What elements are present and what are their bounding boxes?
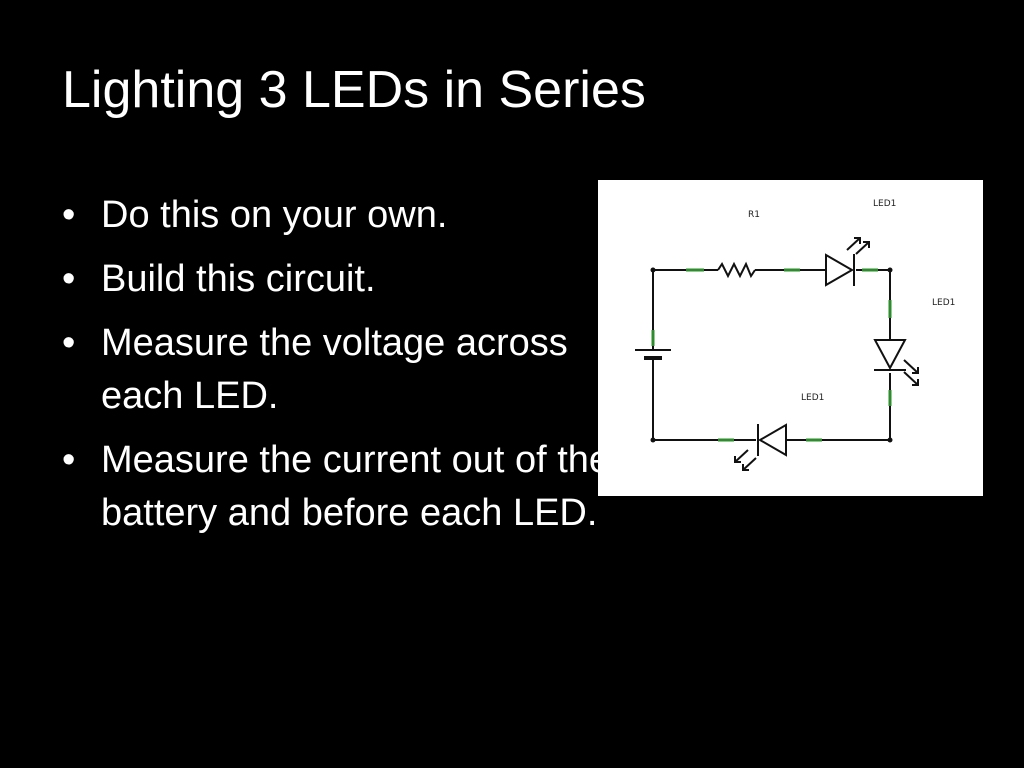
bullet-item: • Measure the voltage across each LED. xyxy=(58,317,618,423)
bullet-text: Build this circuit. xyxy=(101,258,376,300)
bullet-dot-icon: • xyxy=(62,322,76,364)
led-right-icon xyxy=(873,339,919,386)
bullet-dot-icon: • xyxy=(62,194,76,236)
led-bottom-icon xyxy=(734,423,787,471)
bullet-item: • Measure the current out of the battery… xyxy=(58,434,618,540)
wire-nodes xyxy=(650,267,893,443)
bullet-text: Measure the current out of the battery a… xyxy=(101,439,611,534)
bullet-item: • Build this circuit. xyxy=(58,253,618,306)
label-r1: R1 xyxy=(748,210,760,220)
resistor-icon xyxy=(717,261,756,279)
led-top-icon xyxy=(825,237,870,287)
bullet-item: • Do this on your own. xyxy=(58,189,618,242)
battery-icon xyxy=(635,349,671,360)
slide-title: Lighting 3 LEDs in Series xyxy=(62,61,646,119)
circuit-diagram: R1 LED1 LED1 LED1 xyxy=(598,180,983,496)
bullet-dot-icon: • xyxy=(62,258,76,300)
label-led-right: LED1 xyxy=(932,298,955,308)
label-led-bottom: LED1 xyxy=(801,393,824,403)
wire-junctions xyxy=(651,268,892,442)
bullet-dot-icon: • xyxy=(62,439,76,481)
bullet-text: Do this on your own. xyxy=(101,194,448,236)
bullet-text: Measure the voltage across each LED. xyxy=(101,322,568,417)
circuit-wires xyxy=(652,269,891,441)
label-led-top: LED1 xyxy=(873,199,896,209)
circuit-diagram-svg: R1 LED1 LED1 LED1 xyxy=(635,199,955,471)
bullet-list: • Do this on your own. • Build this circ… xyxy=(58,189,618,551)
